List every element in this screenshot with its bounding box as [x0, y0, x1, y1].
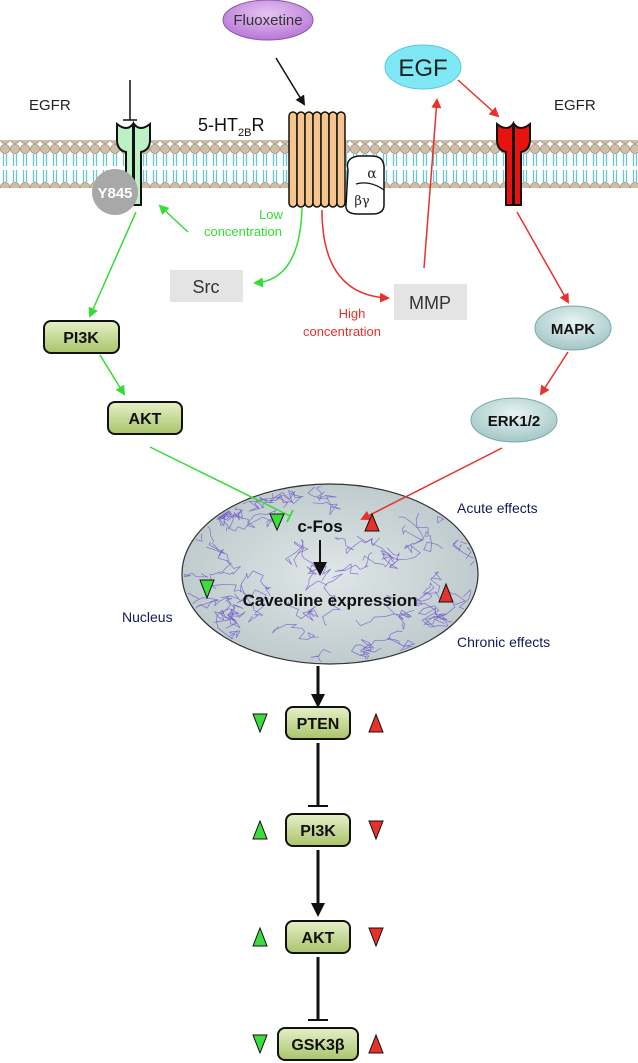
indicator-up-red: [368, 1033, 384, 1054]
g-alpha-label: α: [367, 166, 377, 182]
erk-label: ERK1/2: [488, 413, 541, 430]
src-box: [170, 270, 243, 302]
ht2b-label: 5-HT2BR: [198, 115, 264, 139]
pi3k-to-akt-arrow: [99, 354, 126, 396]
cfos-down-green: [269, 513, 285, 532]
cfos-up-red: [364, 512, 380, 532]
nucleus-label: Nucleus: [122, 609, 173, 625]
caveoline-label: Caveoline expression: [243, 591, 418, 610]
chronic-effects-label: Chronic effects: [457, 634, 550, 650]
ht2b-receptor: [288, 111, 346, 208]
g-protein: α βγ: [345, 155, 385, 215]
indicator-up-green: [252, 926, 268, 947]
egfr-to-pi3k-arrow: [88, 211, 137, 318]
cascade-box: [285, 706, 351, 740]
egfr-to-mapk-arrow: [516, 211, 569, 304]
cascade-label: PTEN: [297, 716, 340, 733]
egfr-right-receptor: [496, 121, 531, 206]
mapk-to-erk-arrow: [539, 351, 569, 396]
egf-ligand: EGF: [384, 44, 462, 90]
akt-top-label: AKT: [129, 411, 162, 428]
fluoxetine-ligand: Fluoxetine: [222, 0, 314, 41]
y845-site: Y845: [92, 169, 138, 215]
y845-label: Y845: [97, 185, 132, 202]
pi3k-top-label: PI3K: [63, 330, 99, 347]
high-conc-label-2: concentration: [303, 324, 381, 339]
mapk-pill: MAPK: [534, 305, 612, 351]
src-to-egfr-arrow: [158, 204, 189, 233]
indicator-up-green: [252, 819, 268, 840]
akt-top-box: AKT: [107, 401, 183, 435]
pi3k-top-box: PI3K: [43, 320, 120, 354]
cascade-item-0: PTEN: [252, 706, 384, 740]
low-conc-label-1: Low: [259, 207, 283, 222]
nucleus: [181, 483, 479, 665]
erk-pill: ERK1/2: [470, 397, 558, 443]
egfr-left-label: EGFR: [29, 97, 71, 114]
cascade-box: [285, 920, 351, 954]
egfr-left-inhibition: [123, 80, 137, 121]
mmp-to-egf-arrow: [423, 98, 442, 269]
cascade-item-3: GSK3β: [252, 1027, 384, 1061]
akt-to-cfos-inhibition-bar: [286, 509, 294, 523]
src-label: Src: [193, 277, 220, 297]
indicator-down-green: [252, 713, 268, 734]
cascade-item-2: AKT: [252, 920, 384, 954]
cascade-box: [285, 813, 351, 847]
erk-to-cfos-arrow: [360, 447, 503, 520]
cascade-label: PI3K: [300, 823, 336, 840]
ht2b-to-mmp-arrow: [321, 209, 390, 303]
high-conc-label-1: High: [339, 306, 366, 321]
acute-effects-label: Acute effects: [457, 500, 538, 516]
fluoxetine-arrow: [275, 57, 306, 106]
cascade-label: GSK3β: [291, 1037, 345, 1054]
egfr-right-label: EGFR: [554, 97, 596, 114]
fluoxetine-label: Fluoxetine: [233, 12, 302, 29]
ht2b-to-src-arrow: [253, 207, 303, 288]
cfos-label: c-Fos: [297, 517, 342, 536]
caveoline-down-green: [199, 579, 215, 600]
akt-to-cfos-inhibition: [149, 446, 291, 517]
mapk-label: MAPK: [551, 321, 595, 338]
cascade-label: AKT: [302, 930, 335, 947]
indicator-down-red: [368, 820, 384, 841]
indicator-down-red: [368, 927, 384, 948]
cascade-box: [277, 1027, 359, 1061]
mmp-box: [394, 284, 467, 320]
low-conc-label-2: concentration: [204, 224, 282, 239]
cascade: PTEN PI3K AKT GSK3β: [252, 706, 384, 1061]
g-betagamma-label: βγ: [354, 194, 370, 209]
cascade-item-1: PI3K: [252, 813, 384, 847]
indicator-up-red: [368, 712, 384, 733]
indicator-down-green: [252, 1034, 268, 1055]
egf-label: EGF: [398, 55, 447, 82]
egf-to-egfr-arrow: [457, 79, 500, 118]
caveoline-up-red: [438, 582, 454, 603]
mmp-label: MMP: [409, 293, 451, 313]
